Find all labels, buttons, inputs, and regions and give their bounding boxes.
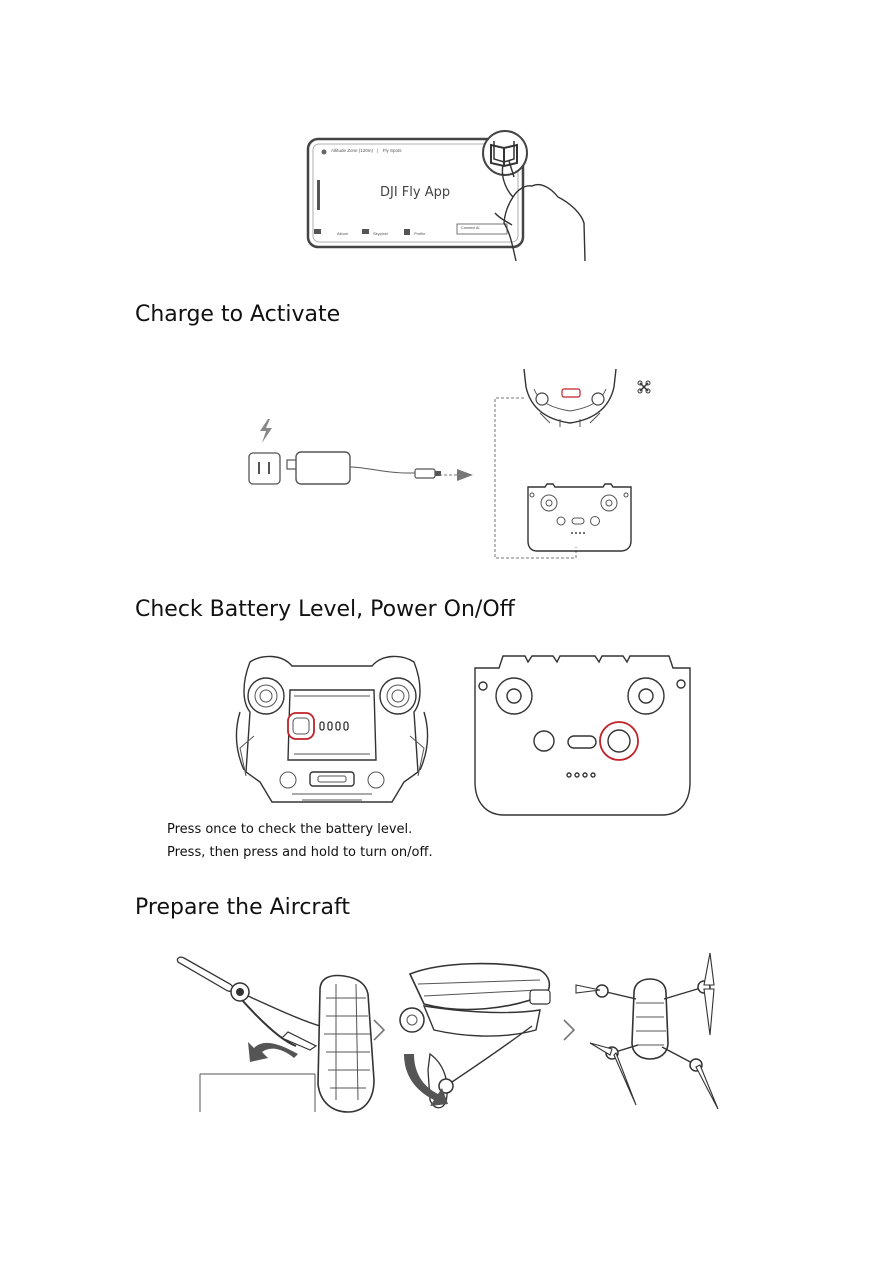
remote-controller-icon bbox=[527, 483, 632, 552]
unfold-step-3 bbox=[575, 952, 719, 1110]
battery-note-1: Press once to check the battery level. bbox=[167, 822, 413, 837]
chevron-right-icon bbox=[373, 1019, 386, 1041]
connect-button: Connect Ai bbox=[461, 226, 480, 230]
remote-controller-large-icon bbox=[474, 655, 691, 816]
pointing-hand-icon bbox=[494, 160, 586, 262]
section-heading-charge: Charge to Activate bbox=[135, 302, 341, 327]
app-title: DJI Fly App bbox=[380, 185, 451, 200]
aircraft-icon bbox=[523, 368, 651, 427]
section-heading-battery: Check Battery Level, Power On/Off bbox=[135, 597, 515, 622]
battery-note-2: Press, then press and hold to turn on/of… bbox=[167, 845, 433, 860]
charging-illustration bbox=[240, 365, 670, 565]
chevron-right-icon bbox=[563, 1019, 576, 1041]
nav-skypixel: Skypixel bbox=[373, 231, 388, 236]
app-topbar: Altitude Zone (120m) | Fly Spots bbox=[331, 148, 402, 153]
aircraft-rear-icon bbox=[235, 655, 429, 803]
battery-notes: Press once to check the battery level. P… bbox=[167, 818, 433, 864]
app-illustration: Altitude Zone (120m) | Fly Spots DJI Fly… bbox=[300, 125, 600, 265]
arrow-right-icon bbox=[439, 469, 473, 481]
topbar-altitude: Altitude Zone (120m) bbox=[331, 148, 374, 153]
nav-profile: Profile bbox=[414, 231, 426, 236]
charger-icon bbox=[286, 451, 441, 485]
phone-frame bbox=[306, 137, 525, 249]
lightning-icon bbox=[260, 419, 272, 443]
section-heading-prepare: Prepare the Aircraft bbox=[135, 895, 350, 920]
unfold-step-2 bbox=[399, 962, 551, 1109]
nav-album: Album bbox=[337, 231, 349, 236]
topbar-flyspots: Fly Spots bbox=[382, 148, 402, 153]
power-plug-icon bbox=[248, 452, 281, 485]
book-icon bbox=[482, 130, 528, 176]
topbar-divider: | bbox=[377, 148, 379, 153]
unfold-step-1 bbox=[176, 956, 375, 1113]
